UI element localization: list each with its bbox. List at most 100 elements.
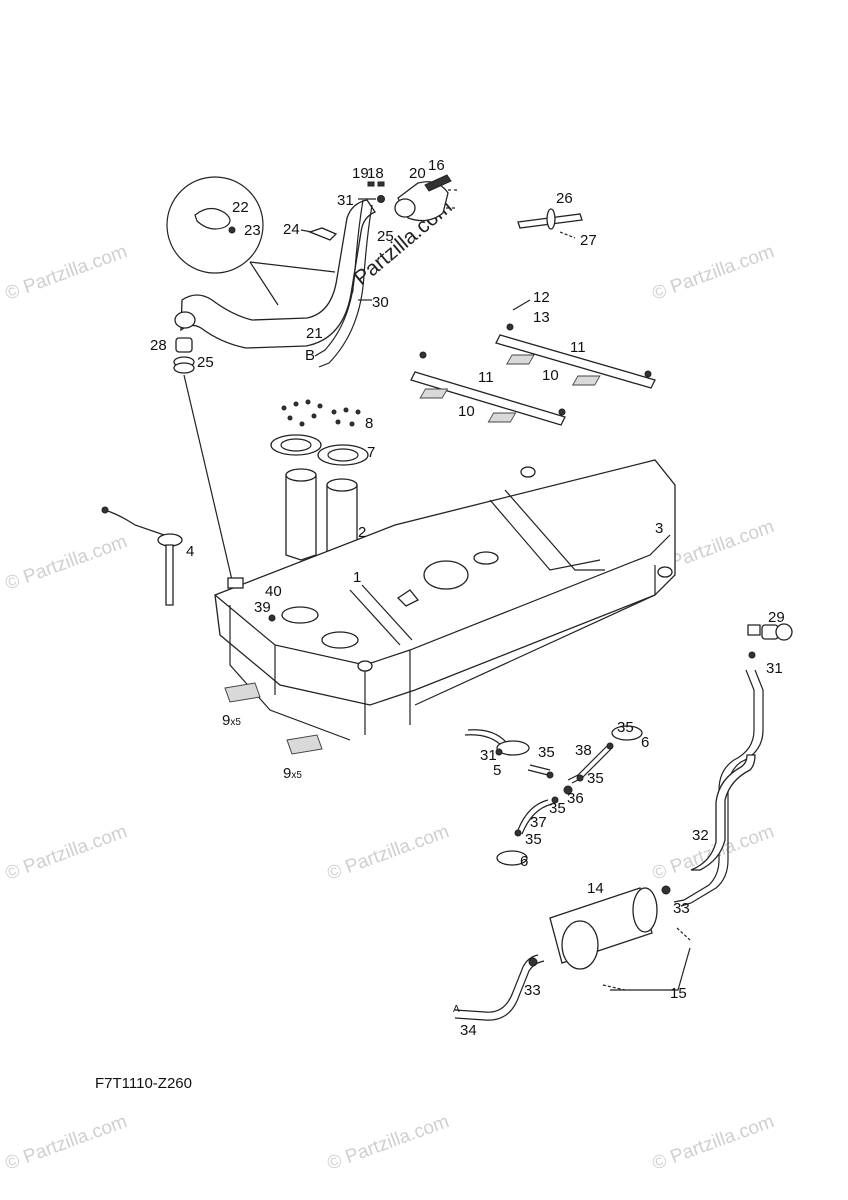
filler-neck-group bbox=[166, 174, 458, 581]
clamp-part bbox=[576, 774, 584, 782]
pump-flange-part bbox=[317, 444, 369, 466]
callout-37: 37 bbox=[530, 814, 547, 831]
filler-neck-part bbox=[394, 198, 416, 218]
callout-14: 14 bbox=[587, 880, 604, 897]
clamp-part bbox=[551, 796, 559, 804]
callout-6b: 6 bbox=[520, 853, 528, 870]
callout-22: 22 bbox=[232, 199, 249, 216]
callout-31: 31 bbox=[337, 192, 354, 209]
screw-part bbox=[377, 181, 385, 187]
pump-hole-part bbox=[423, 560, 469, 590]
vent-hoses-group bbox=[464, 725, 643, 866]
callout-16: 16 bbox=[428, 157, 445, 174]
fuel-hose-part bbox=[690, 754, 756, 871]
callout-27: 27 bbox=[580, 232, 597, 249]
callout-20: 20 bbox=[409, 165, 426, 182]
watermark: © Partzilla.com bbox=[3, 1111, 130, 1175]
breather-hose-part bbox=[314, 199, 364, 357]
ref-a: A bbox=[453, 1004, 460, 1015]
callout-18: 18 bbox=[367, 165, 384, 182]
tank-pad-part bbox=[286, 734, 323, 755]
callout-4: 4 bbox=[186, 543, 194, 560]
washer-part bbox=[546, 208, 556, 230]
cap-lever-part bbox=[424, 174, 452, 192]
bolt-part bbox=[644, 370, 652, 378]
callout-19: 19 bbox=[352, 165, 369, 182]
diagram-code: F7T1110-Z260 bbox=[95, 1075, 192, 1092]
clamp-part bbox=[748, 651, 756, 659]
callout-10: 10 bbox=[542, 367, 559, 384]
callout-34: 34 bbox=[460, 1022, 477, 1039]
callout-39: 39 bbox=[254, 599, 271, 616]
callout-10b: 10 bbox=[458, 403, 475, 420]
callout-23: 23 bbox=[244, 222, 261, 239]
bolt-group bbox=[517, 208, 583, 239]
sender-flange-part bbox=[157, 533, 183, 547]
callout-7: 7 bbox=[367, 444, 375, 461]
callout-31b: 31 bbox=[766, 660, 783, 677]
watermark: © Partzilla.com bbox=[3, 821, 130, 885]
tank-pads-group bbox=[224, 682, 323, 755]
vent-flange-part bbox=[496, 850, 528, 866]
screws-part bbox=[281, 399, 361, 427]
fitting-part bbox=[473, 551, 499, 565]
callout-35a: 35 bbox=[617, 719, 634, 736]
callout-35c: 35 bbox=[587, 770, 604, 787]
callout-38: 38 bbox=[575, 742, 592, 759]
callout-40: 40 bbox=[265, 583, 282, 600]
tank-strap-part bbox=[495, 334, 656, 389]
detail-circle bbox=[166, 176, 264, 274]
bolt-part bbox=[419, 351, 427, 359]
vent-flange-part bbox=[496, 740, 530, 756]
callout-33a: 33 bbox=[673, 900, 690, 917]
pump-hole-part bbox=[321, 631, 359, 649]
tank-straps-group bbox=[410, 299, 656, 426]
callout-2: 2 bbox=[358, 524, 366, 541]
bolt-part bbox=[558, 408, 566, 416]
pump-hole-part bbox=[281, 606, 319, 624]
filter-end-part bbox=[632, 887, 658, 933]
sender-tube-part bbox=[165, 544, 174, 606]
callout-30: 30 bbox=[372, 294, 389, 311]
watermark: © Partzilla.com bbox=[325, 821, 452, 885]
sleeve-part bbox=[175, 337, 193, 353]
watermark: © Partzilla.com bbox=[3, 531, 130, 595]
nut-part bbox=[268, 614, 276, 622]
callout-13: 13 bbox=[533, 309, 550, 326]
callout-11b: 11 bbox=[478, 369, 494, 386]
callout-32: 32 bbox=[692, 827, 709, 844]
clamp-part bbox=[514, 829, 522, 837]
callout-33b: 33 bbox=[524, 982, 541, 999]
clamp-part bbox=[661, 885, 671, 895]
callout-9: 9x5 bbox=[222, 712, 241, 729]
fitting-part bbox=[520, 466, 536, 478]
callout-35e: 35 bbox=[525, 831, 542, 848]
fuel-line-group bbox=[673, 623, 793, 907]
watermark: © Partzilla.com bbox=[650, 241, 777, 305]
callout-26: 26 bbox=[556, 190, 573, 207]
filter-end-part bbox=[561, 920, 599, 970]
callout-29: 29 bbox=[768, 609, 785, 626]
cable-end-part bbox=[228, 226, 236, 234]
tank-pad-part bbox=[224, 682, 261, 703]
callout-1: 1 bbox=[353, 569, 361, 586]
ref-b: B bbox=[305, 347, 315, 364]
fuel-sender-group bbox=[101, 506, 183, 606]
callout-15: 15 bbox=[670, 985, 687, 1002]
watermark: © Partzilla.com bbox=[650, 1111, 777, 1175]
watermark: © Partzilla.com bbox=[325, 1111, 452, 1175]
fitting-cap-part bbox=[775, 623, 793, 641]
callout-28: 28 bbox=[150, 337, 167, 354]
filler-hose-part bbox=[180, 199, 376, 349]
filler-inlet-part bbox=[227, 577, 244, 589]
screw-part bbox=[367, 181, 375, 187]
callout-21: 21 bbox=[306, 325, 323, 342]
vent-flange-part bbox=[611, 725, 643, 741]
strap-pad-part bbox=[506, 354, 535, 365]
clamp-part bbox=[546, 771, 554, 779]
callout-6a: 6 bbox=[641, 734, 649, 751]
clamp-part bbox=[606, 742, 614, 750]
callout-25: 25 bbox=[377, 228, 394, 245]
tank-strap-part bbox=[410, 371, 566, 426]
fitting-part bbox=[747, 624, 761, 636]
